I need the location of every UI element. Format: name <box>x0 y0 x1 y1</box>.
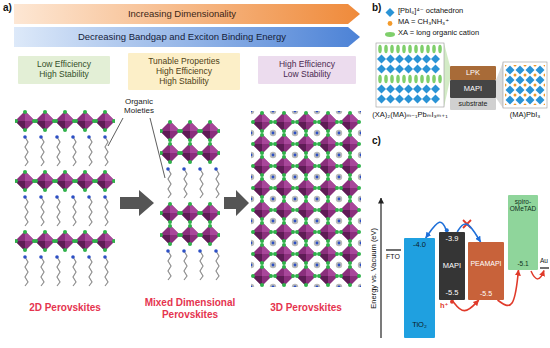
property-box: Tunable Properties High Efficiency High … <box>128 53 240 90</box>
node-text: substrate <box>451 100 495 108</box>
transition-arrow <box>120 190 154 216</box>
inorganic-layer <box>160 202 220 246</box>
panel-letter: a) <box>3 2 12 14</box>
legend-entry: MA = CH₃NH₃⁺ <box>398 18 449 27</box>
legend-text: XA = long organic cation <box>398 28 479 37</box>
leader-line <box>150 118 165 178</box>
legend-ma <box>388 21 393 26</box>
organic-layer <box>17 253 113 289</box>
node-text: Tunable Properties High Efficiency High … <box>147 57 221 86</box>
structure-title: 2D Perovskites <box>10 302 120 314</box>
formula-label: (XA)₂(MA)ₘ₋₁PbₘI₃ₘ₊₁ <box>370 111 450 120</box>
node-text: -5.5 <box>440 289 464 298</box>
inorganic-layer <box>160 120 220 164</box>
organic-layer <box>17 193 113 229</box>
energy-bar: -3.9MAPI -5.5 <box>439 232 465 300</box>
node-text: MAPI <box>451 85 495 94</box>
annotation-label: Organic Moieties <box>120 96 158 116</box>
node-text: PEAMAPI <box>469 260 503 268</box>
node-text: MAPI <box>440 262 464 271</box>
octahedron-row <box>377 84 440 104</box>
au-level <box>540 267 549 268</box>
inorganic-layer <box>15 170 115 192</box>
node-text: -5.5 <box>469 290 503 298</box>
node-text: spiro-OMeTAD <box>509 198 537 213</box>
drawing-frame <box>503 62 547 108</box>
drawing-frame <box>376 43 444 107</box>
legend-text: MA = CH₃NH₃⁺ <box>398 17 449 26</box>
arrow-banner: Decreasing Bandgap and Exciton Binding E… <box>14 27 360 47</box>
electrode-label: FTO <box>386 253 400 261</box>
axis-label: Energy vs. Vacuum (eV) <box>370 227 379 308</box>
legend-entry: XA = long organic cation <box>398 29 479 38</box>
layer-band: LPK <box>450 66 496 80</box>
node-text: TiO₂ <box>405 321 434 330</box>
energy-bar: spiro-OMeTAD -5.1 <box>508 195 538 270</box>
hole-transfer-arrow <box>452 300 479 311</box>
hole-transfer-arrow <box>531 271 544 279</box>
node-text: -5.1 <box>509 260 537 267</box>
layer-band: MAPI <box>450 80 496 98</box>
panel-letter: b) <box>372 2 381 14</box>
legend-octahedron <box>386 8 395 17</box>
organic-row <box>377 44 443 54</box>
leader-line <box>108 118 123 146</box>
energy-axis <box>380 198 381 338</box>
property-box: Low Efficiency High Stability <box>18 56 110 84</box>
organic-layer <box>160 165 224 201</box>
octahedron-grid <box>505 65 545 105</box>
structure-title: Mixed Dimensional Perovskites <box>140 297 240 320</box>
electrode-label: Au <box>540 257 548 264</box>
organic-row <box>377 74 443 84</box>
structure-title: 3D Perovskites <box>251 302 361 314</box>
energy-bar: PEAMAPI -5.5 <box>468 242 504 300</box>
node-text: Low Efficiency High Stability <box>32 60 96 80</box>
inorganic-layer <box>15 230 115 252</box>
formula-label: (MA)PbI₃ <box>503 111 547 120</box>
organic-layer <box>17 133 113 169</box>
perovskite-lattice <box>251 111 361 287</box>
node-text: -3.9 <box>440 235 464 244</box>
carrier-label: h⁺ <box>440 302 449 311</box>
arrow-banner: Increasing Dimensionality <box>14 4 360 24</box>
legend-entry: [PbI₆]⁴⁻ octahedron <box>398 7 463 16</box>
arrow-body <box>14 4 360 24</box>
energy-bar: -4.0TiO₂ <box>404 238 435 338</box>
inorganic-layer <box>15 110 115 132</box>
panel-letter: c) <box>372 135 381 147</box>
node-text: -4.0 <box>405 241 434 250</box>
transition-arrow <box>224 190 249 216</box>
organic-layer <box>160 247 224 283</box>
property-box: High Efficiency Low Stability <box>258 56 356 84</box>
legend-xa <box>385 32 395 37</box>
node-text: Increasing Dimensionality <box>18 9 346 20</box>
fto-level <box>386 249 401 250</box>
node-text: High Efficiency Low Stability <box>274 60 340 80</box>
zoom-wedge <box>496 62 503 108</box>
arrow-body <box>14 27 360 47</box>
octahedron-row <box>377 54 440 74</box>
legend-text: [PbI₆]⁴⁻ octahedron <box>398 6 463 15</box>
node-text: LPK <box>451 69 495 78</box>
node-text: Decreasing Bandgap and Exciton Binding E… <box>18 32 346 43</box>
layer-band: substrate <box>450 98 496 110</box>
